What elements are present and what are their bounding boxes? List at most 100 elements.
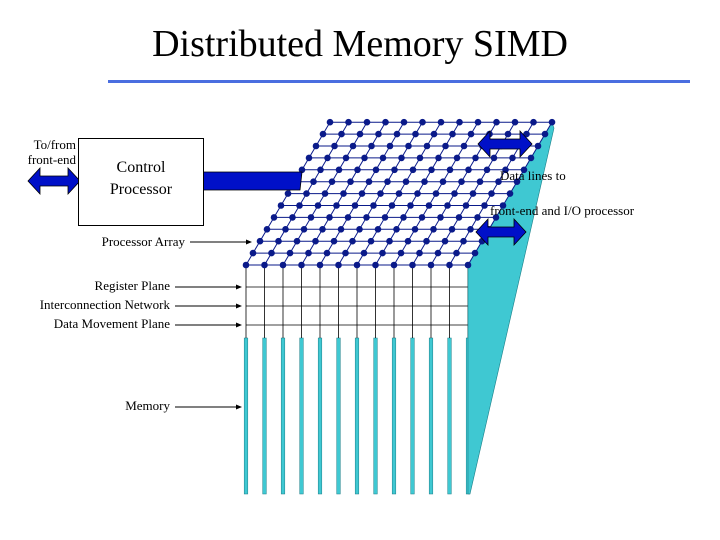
processor-node (409, 261, 416, 269)
processor-node (458, 178, 465, 185)
processor-node (467, 226, 474, 233)
processor-node (442, 142, 449, 150)
processor-node (319, 226, 326, 233)
processor-node (367, 237, 375, 245)
processor-node (370, 202, 377, 209)
processor-node (312, 237, 319, 245)
processor-node (321, 190, 329, 197)
processor-node (323, 249, 331, 257)
processor-node (305, 249, 312, 257)
processor-node (338, 130, 345, 138)
processor-node (534, 142, 542, 150)
processor-node (337, 226, 345, 233)
data-buses (27, 129, 533, 247)
processor-node (351, 202, 359, 209)
processor-node (316, 261, 324, 269)
processor-node (430, 130, 438, 138)
control-label: Control (116, 159, 166, 176)
processor-node (453, 154, 461, 162)
processor-node (386, 237, 393, 245)
processor-node (275, 237, 282, 245)
processor-node (451, 190, 458, 197)
interconnection-arrow-head (236, 303, 242, 309)
processor-node (414, 190, 421, 197)
processor-node (270, 214, 278, 221)
processor-label: Processor (109, 181, 173, 198)
processor-node (405, 142, 412, 150)
processor-node (456, 118, 463, 126)
processor-node (439, 178, 447, 185)
processor-node (335, 261, 342, 269)
memory-column (410, 337, 415, 495)
processor-node (335, 166, 343, 174)
interconnection-network-label: Interconnection Network (39, 297, 170, 312)
processor-node (379, 154, 387, 162)
memory-columns (243, 337, 471, 495)
processor-node (345, 118, 352, 126)
processor-node (379, 249, 386, 257)
memory-column (373, 337, 378, 495)
slide-title: Distributed Memory SIMD (152, 23, 568, 65)
processor-node (474, 214, 481, 221)
processor-node (437, 118, 445, 126)
processor-node (481, 202, 488, 209)
to-from-label: To/from (33, 137, 76, 152)
processor-node (428, 166, 435, 174)
processor-node (268, 249, 275, 257)
memory-column (299, 337, 304, 495)
memory-column (336, 337, 341, 495)
processor-node (527, 154, 535, 162)
processor-node (397, 249, 405, 257)
processor-node (509, 154, 516, 162)
processor-node (374, 226, 382, 233)
processor-node (398, 154, 405, 162)
processor-node (472, 154, 479, 162)
processor-node (476, 178, 484, 185)
processor-node (395, 190, 403, 197)
processor-array-arrow-head (246, 239, 252, 245)
processor-node (390, 261, 398, 269)
data-movement-plane-label: Data Movement Plane (53, 316, 170, 331)
processor-node (493, 118, 500, 126)
processor-node (412, 130, 419, 138)
processor-node (511, 118, 519, 126)
processor-node (416, 154, 424, 162)
processor-node (349, 142, 357, 150)
processor-node (388, 202, 396, 209)
processor-node (344, 214, 352, 221)
processor-node (474, 118, 482, 126)
processor-node (317, 166, 324, 174)
processor-node (242, 261, 250, 269)
processor-node (282, 226, 289, 233)
processor-node (441, 237, 449, 245)
processor-node (333, 202, 340, 209)
processor-node (286, 249, 294, 257)
processor-node (326, 118, 334, 126)
processor-node (319, 130, 327, 138)
control-processor-box: Control Processor (78, 138, 204, 226)
processor-node (419, 118, 426, 126)
planes-grid (245, 121, 555, 495)
data-lines-upper-arrow (477, 129, 533, 159)
processor-node (435, 154, 442, 162)
processor-node (372, 166, 380, 174)
processor-node (293, 237, 301, 245)
processor-node (298, 166, 306, 174)
processor-node (504, 130, 512, 138)
processor-node (492, 214, 500, 221)
processor-node (400, 214, 407, 221)
register-plane-arrow-head (236, 284, 242, 290)
processor-node (421, 178, 428, 185)
processor-node (404, 237, 412, 245)
memory-label: Memory (125, 398, 170, 413)
processor-node (462, 202, 470, 209)
processor-node (446, 261, 453, 269)
processor-node (465, 166, 472, 174)
processor-node (382, 118, 389, 126)
data-lines-lower-arrow (475, 217, 527, 247)
processor-node (425, 202, 433, 209)
processor-node (400, 118, 408, 126)
processor-node (356, 130, 364, 138)
processor-node (363, 214, 370, 221)
processor-node (506, 190, 514, 197)
